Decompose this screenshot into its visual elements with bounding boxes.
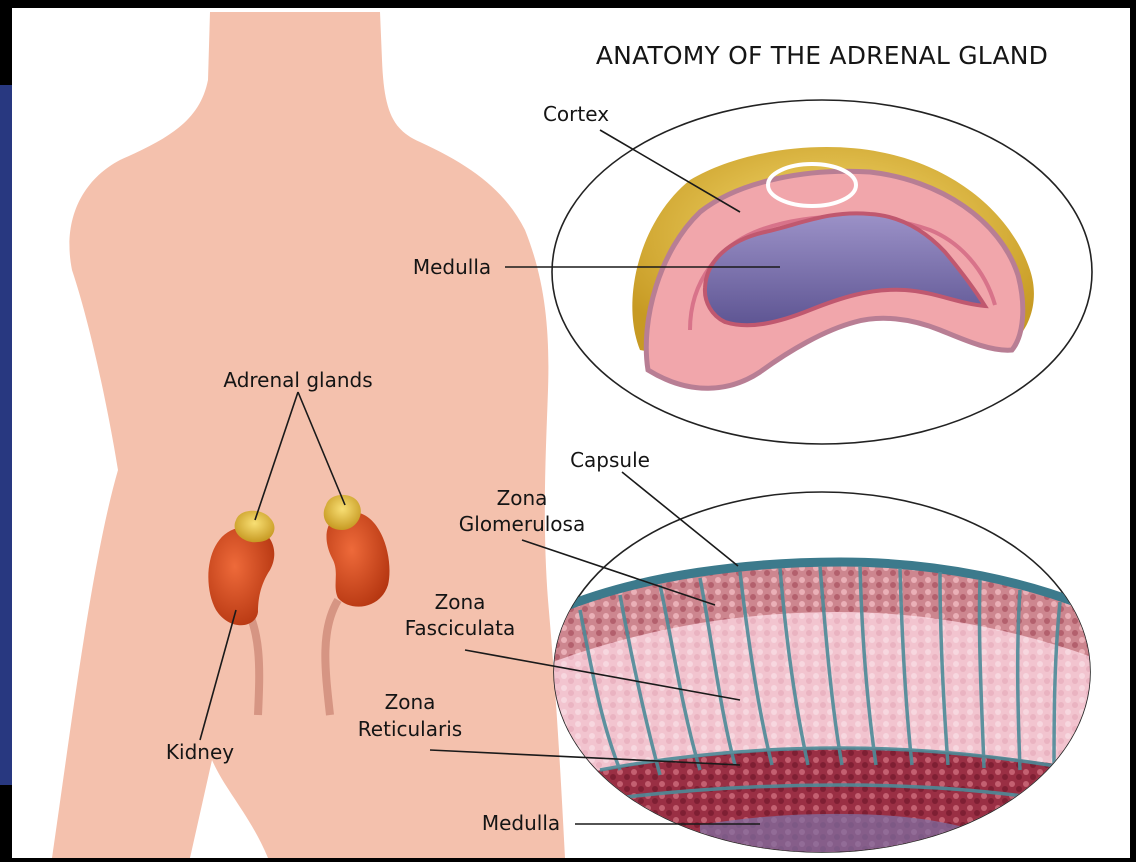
figure-title: ANATOMY OF THE ADRENAL GLAND (596, 41, 1048, 70)
label-medulla-bottom: Medulla (482, 811, 560, 835)
label-kidney: Kidney (166, 740, 234, 764)
label-cortex: Cortex (543, 102, 609, 126)
label-adrenal-glands: Adrenal glands (223, 368, 372, 392)
label-zona-reticularis-line2: Reticularis (358, 717, 462, 741)
label-zona-fasciculata-line2: Fasciculata (405, 616, 515, 640)
label-zona-fasciculata-line1: Zona (435, 590, 486, 614)
label-capsule: Capsule (570, 448, 650, 472)
label-zona-glomerulosa-line2: Glomerulosa (459, 512, 585, 536)
label-zona-reticularis-line1: Zona (385, 690, 436, 714)
label-medulla-top: Medulla (413, 255, 491, 279)
label-zona-glomerulosa-line1: Zona (497, 486, 548, 510)
